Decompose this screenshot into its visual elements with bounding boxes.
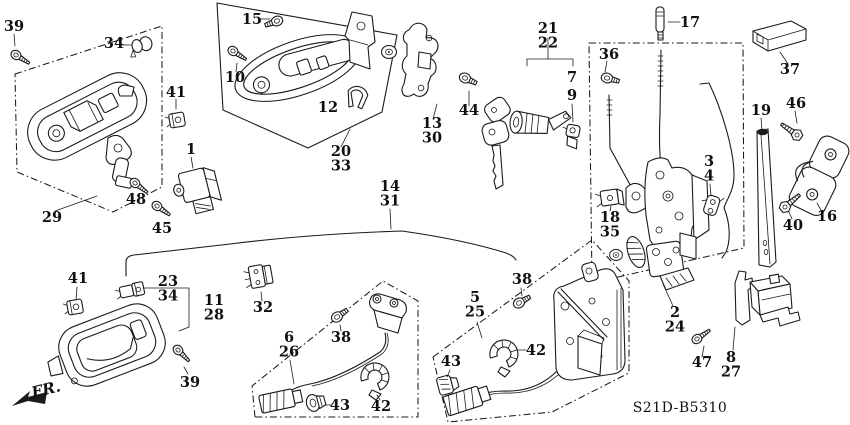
actuator-assembly-5-25-drawing: [442, 261, 626, 417]
latch-assembly-2-24-drawing: [625, 157, 710, 291]
rod-14-31-drawing: [125, 230, 517, 277]
grommet-latch: [609, 249, 623, 261]
callout-45: 45: [152, 220, 172, 237]
rod-19-drawing: [756, 128, 777, 268]
lock-rod-c: [699, 82, 735, 259]
screw-44: [457, 70, 479, 89]
lock-rod-a-threads: [657, 55, 664, 87]
panel-door-lock-box: [588, 42, 745, 284]
clip-34-drawing: [130, 36, 153, 58]
clip-32-drawing: [243, 264, 274, 289]
grommet-43-rear-drawing: [436, 374, 460, 396]
screw-39-front: [8, 47, 33, 68]
screw-47: [689, 325, 713, 347]
callout-44: 44: [459, 102, 479, 119]
callout-12: 12: [318, 99, 338, 116]
panel-inner-cable: [251, 280, 419, 418]
cable-assembly-6-26-drawing: [258, 293, 407, 414]
callout-42-front: 42: [371, 398, 391, 415]
lock-rod-b-threads: [606, 99, 613, 116]
callout-47: 47: [692, 354, 712, 371]
callout-41-front: 41: [166, 84, 186, 101]
inner-handle-drawing: [47, 303, 166, 387]
clip-41-front: [164, 111, 187, 130]
callout-43-front: 43: [330, 397, 350, 414]
callout-32: 32: [253, 299, 273, 316]
fr-arrow-icon: [12, 391, 47, 406]
screw-10: [225, 43, 249, 64]
clip-3-4-drawing: [701, 194, 725, 216]
callout-36: 36: [599, 46, 619, 63]
gasket-13-30-drawing: [401, 22, 439, 97]
coil-42-rear-drawing: [489, 339, 519, 378]
screw-39-rear: [170, 342, 193, 365]
grommet-handle: [380, 44, 398, 60]
striker-16-drawing: [788, 135, 850, 216]
key-cylinder-21-22-drawing: [481, 96, 572, 190]
clip-12-drawing: [347, 85, 369, 110]
screw-38-front: [328, 305, 351, 325]
grommet-43-front-drawing: [305, 394, 327, 412]
callout-9: 9: [567, 87, 577, 104]
lock-switch-1-drawing: [173, 167, 223, 215]
clip-23-34-drawing: [115, 281, 146, 300]
screw-15: [263, 13, 285, 31]
rod-17-drawing: [655, 6, 665, 41]
callout-29: 29: [42, 209, 62, 226]
callout-17: 17: [680, 14, 700, 31]
outer-handle-front-drawing: [234, 11, 376, 102]
callout-38-rear: 38: [512, 271, 532, 288]
callout-1: 1: [186, 141, 196, 158]
callout-40: 40: [783, 217, 803, 234]
callout-42-rear: 42: [526, 342, 546, 359]
callout-43-rear: 43: [441, 353, 461, 370]
callout-16: 16: [817, 208, 837, 225]
callout-15: 15: [242, 11, 262, 28]
callout-37: 37: [780, 61, 800, 78]
callout-34-front: 34: [104, 35, 124, 52]
coil-42-front-drawing: [360, 362, 390, 401]
screw-45: [149, 198, 173, 220]
cushion-37-drawing: [752, 20, 807, 52]
callout-19: 19: [751, 102, 771, 119]
callout-39-rear: 39: [180, 374, 200, 391]
clip-7-9-drawing: [562, 123, 581, 150]
leader-lines: [13, 18, 823, 406]
clip-41-rear: [62, 298, 85, 317]
fr-label: FR.: [28, 376, 62, 402]
bracket-8-27-drawing: [734, 270, 801, 327]
callout-7: 7: [567, 69, 577, 86]
outer-handle-rear-drawing: [27, 72, 148, 189]
screw-36: [599, 71, 621, 87]
callout-46: 46: [786, 95, 806, 112]
clip-18-35-drawing: [594, 188, 625, 208]
callout-48: 48: [126, 191, 146, 208]
callout-41-rear: 41: [68, 270, 88, 287]
fr-direction-indicator: FR.: [12, 376, 62, 406]
callout-10: 10: [225, 69, 245, 86]
callout-38-front: 38: [331, 329, 351, 346]
callout-39-front: 39: [4, 18, 24, 35]
diagram-code: S21D-B5310: [633, 400, 728, 416]
bolt-46: [777, 118, 805, 144]
